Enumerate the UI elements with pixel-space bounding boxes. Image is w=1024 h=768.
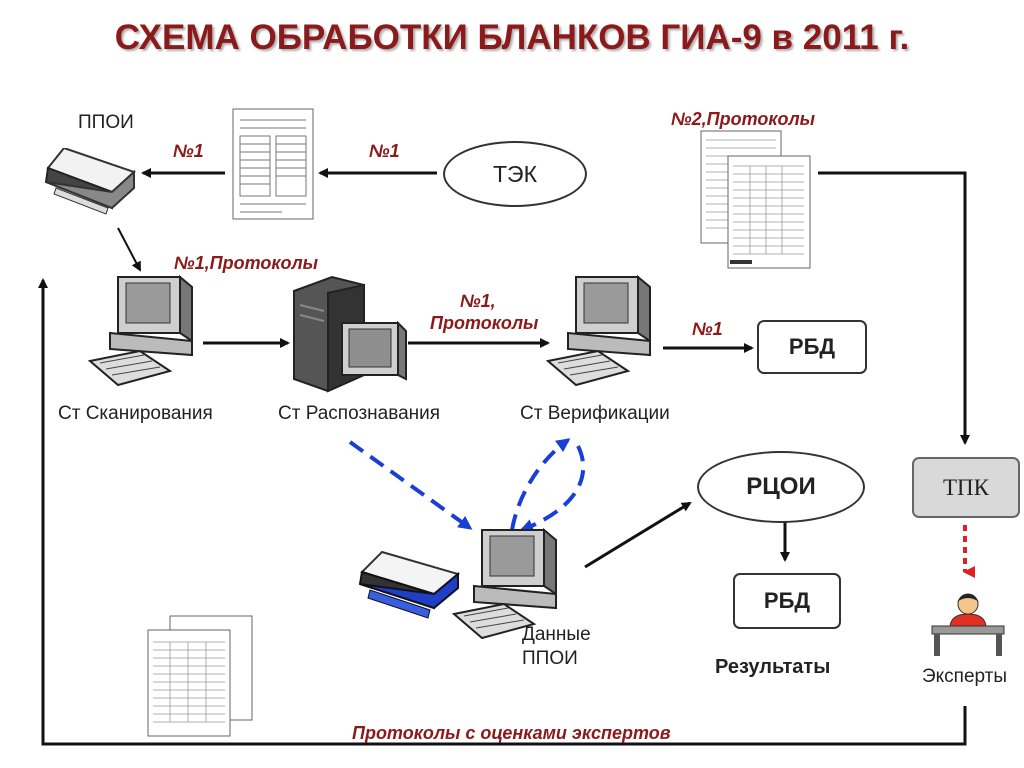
edge-label-n1-protocols-2-line2: Протоколы	[430, 313, 539, 333]
expert-person-icon	[931, 593, 1005, 656]
label-results: Результаты	[715, 656, 831, 678]
label-data-ppoi-line2: ППОИ	[522, 648, 578, 669]
edge-label-n1-rbd: №1	[692, 319, 723, 339]
server-computer-icon	[293, 275, 407, 393]
label-st-verif: Ст Верификации	[520, 403, 670, 424]
scanner-icon	[358, 550, 461, 619]
rbd-bottom-node: РБД	[733, 573, 841, 629]
rcoi-node: РЦОИ	[697, 451, 865, 523]
edge-label-experts-protocols: Протоколы с оценками экспертов	[352, 723, 671, 743]
dashed-arrow-data-to-verif	[510, 438, 571, 531]
dashed-arrow-verif-to-data	[519, 445, 586, 533]
computer-icon	[546, 275, 651, 387]
rcoi-label: РЦОИ	[746, 473, 816, 500]
arrow-data-to-rcoi	[584, 501, 692, 569]
label-st-recog: Ст Распознавания	[278, 403, 441, 424]
computer-icon	[452, 528, 557, 640]
arrow-scanner-to-scan	[117, 227, 141, 272]
tek-node: ТЭК	[443, 141, 587, 207]
scanner-icon	[44, 148, 136, 215]
page-title: СХЕМА ОБРАБОТКИ БЛАНКОВ ГИА-9 в 2011 г.	[114, 18, 910, 57]
label-st-scan: Ст Сканирования	[58, 403, 213, 424]
rbd-bottom-label: РБД	[763, 588, 811, 613]
label-data-ppoi-line1: Данные	[522, 624, 591, 645]
computer-icon	[88, 275, 193, 387]
protocol-documents-icon	[700, 130, 811, 269]
edge-label-n1-mid: №1	[369, 141, 400, 161]
form-document-icon	[232, 108, 314, 220]
tpk-node: ТПК	[912, 457, 1020, 518]
rbd-top-node: РБД	[757, 320, 867, 374]
label-experts: Эксперты	[922, 666, 1008, 687]
tpk-label: ТПК	[943, 474, 989, 500]
arrow-experts-return	[38, 278, 967, 746]
edge-label-n1-protocols-2-line1: №1,	[460, 291, 496, 311]
protocol-documents-icon	[147, 615, 253, 737]
edge-label-n1-left: №1	[173, 141, 204, 161]
dashed-arrow-recog-to-data	[348, 440, 473, 530]
arrow-protocols-to-tpk	[818, 171, 970, 445]
label-ppoi: ППОИ	[78, 112, 134, 133]
tek-label: ТЭК	[493, 160, 537, 187]
edge-label-n2-protocols: №2,Протоколы	[671, 109, 816, 129]
rbd-top-label: РБД	[788, 334, 836, 359]
edge-label-n1-protocols: №1,Протоколы	[174, 253, 319, 273]
